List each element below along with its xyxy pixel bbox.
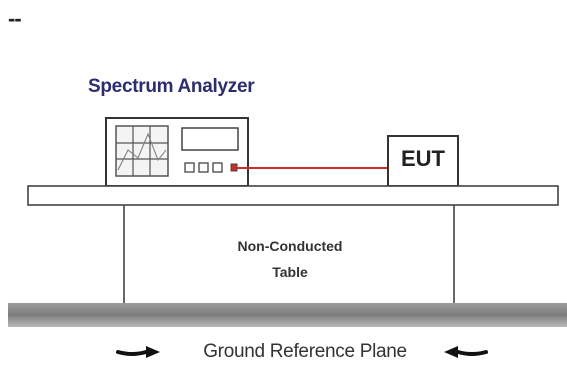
- dash-mark: --: [8, 6, 22, 31]
- arrow-left-icon: [444, 346, 488, 358]
- spectrum-analyzer-device: [105, 117, 249, 187]
- analyzer-input-port: [230, 163, 238, 172]
- table-label-line1: Non-Conducted: [237, 238, 343, 254]
- analyzer-button: [212, 162, 223, 173]
- spectrum-analyzer-title: Spectrum Analyzer: [88, 76, 255, 97]
- eut-box: [387, 135, 459, 187]
- ground-reference-plane-label: Ground Reference Plane: [203, 341, 407, 362]
- analyzer-screen-grid: [115, 125, 169, 177]
- table-label-line2: Table: [272, 264, 308, 280]
- ground-plane: [8, 303, 567, 327]
- analyzer-display-panel: [181, 127, 239, 151]
- eut-label: EUT: [401, 146, 445, 171]
- arrow-right-icon: [116, 346, 160, 358]
- table-label: Non-Conducted Table: [200, 233, 380, 285]
- analyzer-button: [184, 162, 195, 173]
- analyzer-button: [198, 162, 209, 173]
- table-top: [27, 185, 559, 206]
